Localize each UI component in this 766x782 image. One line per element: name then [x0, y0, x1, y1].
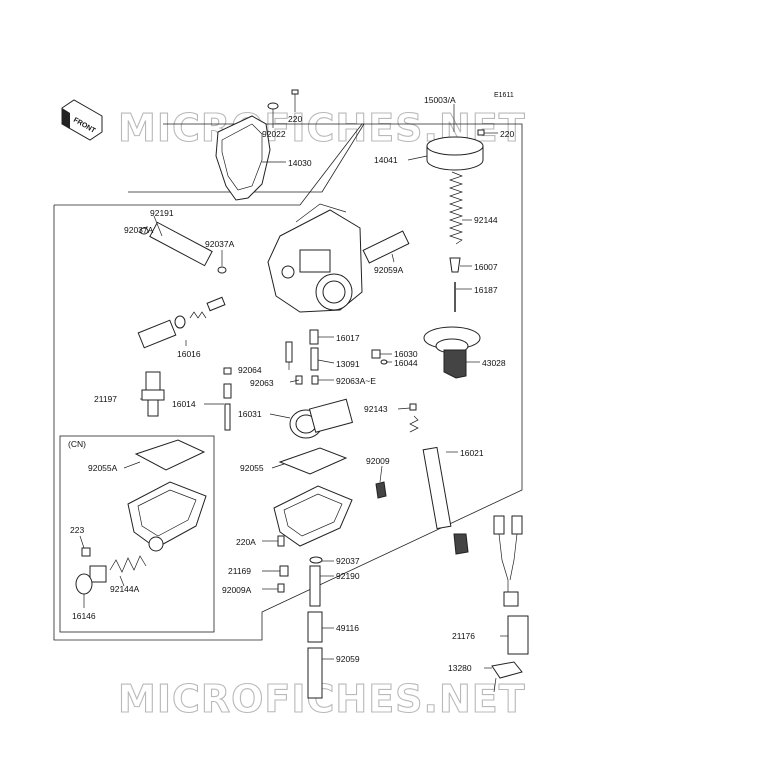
- label-92059: 92059: [336, 654, 360, 664]
- screw-220a-drawing: [277, 535, 285, 547]
- spring-92144a-drawing: [109, 555, 147, 573]
- label-92037: 92037: [336, 556, 360, 566]
- tube-92190-drawing: [309, 565, 321, 607]
- label-92059a: 92059A: [374, 265, 404, 275]
- label-92055a: 92055A: [88, 463, 118, 473]
- label-16016: 16016: [177, 349, 201, 359]
- joint-16031-drawing: [289, 398, 354, 439]
- cn-label: (CN): [68, 439, 86, 449]
- clamp-92037a-left-drawing: [139, 227, 149, 235]
- carburetor-body-drawing: [267, 203, 363, 313]
- label-16146: 16146: [72, 611, 96, 621]
- cn-variant-box: [59, 435, 215, 633]
- spring-92144-drawing: [448, 171, 464, 245]
- plug-16146-drawing: [75, 565, 107, 595]
- label-223: 223: [70, 525, 84, 535]
- tube-92059-drawing: [307, 647, 323, 699]
- label-92037a-left: 92037A: [124, 225, 154, 235]
- hose-92059a-drawing: [362, 230, 410, 264]
- clamp-92037a-right-drawing: [217, 266, 227, 274]
- holder-16007-drawing: [449, 257, 461, 273]
- valve-16021-drawing: [409, 403, 469, 555]
- hose-92191-drawing: [149, 221, 213, 267]
- label-92063a-e: 92063A~E: [336, 376, 376, 386]
- label-16017: 16017: [336, 333, 360, 343]
- diaphragm-43028-drawing: [423, 326, 481, 379]
- label-49116: 49116: [336, 623, 359, 633]
- part-16030-drawing: [371, 349, 381, 359]
- part-labels: 220 92022 14030 15003/A 220 14041 92144 …: [70, 95, 514, 673]
- leader-lines: [79, 104, 508, 669]
- label-43028: 43028: [482, 358, 506, 368]
- label-16030: 16030: [394, 349, 418, 359]
- label-92191: 92191: [150, 208, 174, 218]
- part-13280-drawing: [491, 661, 523, 693]
- label-21176: 21176: [452, 631, 475, 641]
- label-220: 220: [288, 114, 302, 124]
- washer-92022-drawing: [267, 102, 279, 110]
- top-cover-15003-drawing: [426, 136, 484, 171]
- part-21169-drawing: [279, 565, 289, 577]
- jet-92063a-e-drawing: [311, 375, 319, 385]
- label-14041: 14041: [374, 155, 398, 165]
- label-16187: 16187: [474, 285, 498, 295]
- clamp-92037-drawing: [309, 556, 323, 564]
- gasket-92055-drawing: [278, 447, 348, 475]
- jet-13091-drawing: [310, 347, 319, 371]
- screw-223-drawing: [81, 547, 91, 557]
- screw-92009a-drawing: [277, 583, 285, 593]
- label-13091: 13091: [336, 359, 360, 369]
- label-92009a: 92009A: [222, 585, 252, 595]
- sensor-21197-drawing: [141, 371, 165, 417]
- float-bowl-cn-drawing: [127, 481, 207, 552]
- label-14030: 14030: [288, 158, 312, 168]
- main-assembly-outline: [53, 123, 523, 641]
- screw-220-drawing: [291, 89, 299, 104]
- label-16007: 16007: [474, 262, 498, 272]
- label-92144: 92144: [474, 215, 498, 225]
- label-220a: 220A: [236, 537, 256, 547]
- label-92190: 92190: [336, 571, 360, 581]
- label-92143: 92143: [364, 404, 388, 414]
- front-arrow-icon: FRONT: [61, 99, 103, 141]
- screw-220-top-drawing: [477, 129, 485, 136]
- ref-code: E1611: [494, 92, 514, 99]
- label-92064: 92064: [238, 365, 262, 375]
- jet-16017-drawing: [309, 329, 319, 345]
- label-16021: 16021: [460, 448, 484, 458]
- part-49116-drawing: [307, 611, 323, 643]
- jet-stack-16014-drawing: [223, 367, 232, 431]
- label-92022: 92022: [262, 129, 286, 139]
- valve-16016-drawing: [137, 296, 226, 349]
- cover-14030-drawing: [215, 115, 271, 201]
- label-92055: 92055: [240, 463, 264, 473]
- gasket-92055a-drawing: [134, 439, 206, 471]
- label-21197: 21197: [94, 394, 117, 404]
- wire-harness-21176-drawing: [493, 515, 529, 655]
- label-16031: 16031: [238, 409, 262, 419]
- label-92037a-right: 92037A: [205, 239, 235, 249]
- screw-92064-drawing: [285, 341, 293, 363]
- label-92063: 92063: [250, 378, 274, 388]
- float-bowl-main-drawing: [273, 485, 353, 547]
- screw-92009-drawing: [375, 481, 387, 499]
- label-92144a: 92144A: [110, 584, 140, 594]
- label-220-top: 220: [500, 129, 514, 139]
- label-13280: 13280: [448, 663, 472, 673]
- label-92009: 92009: [366, 456, 390, 466]
- label-21169: 21169: [228, 566, 251, 576]
- label-15003a: 15003/A: [424, 95, 456, 105]
- label-16014: 16014: [172, 399, 196, 409]
- label-16044: 16044: [394, 358, 418, 368]
